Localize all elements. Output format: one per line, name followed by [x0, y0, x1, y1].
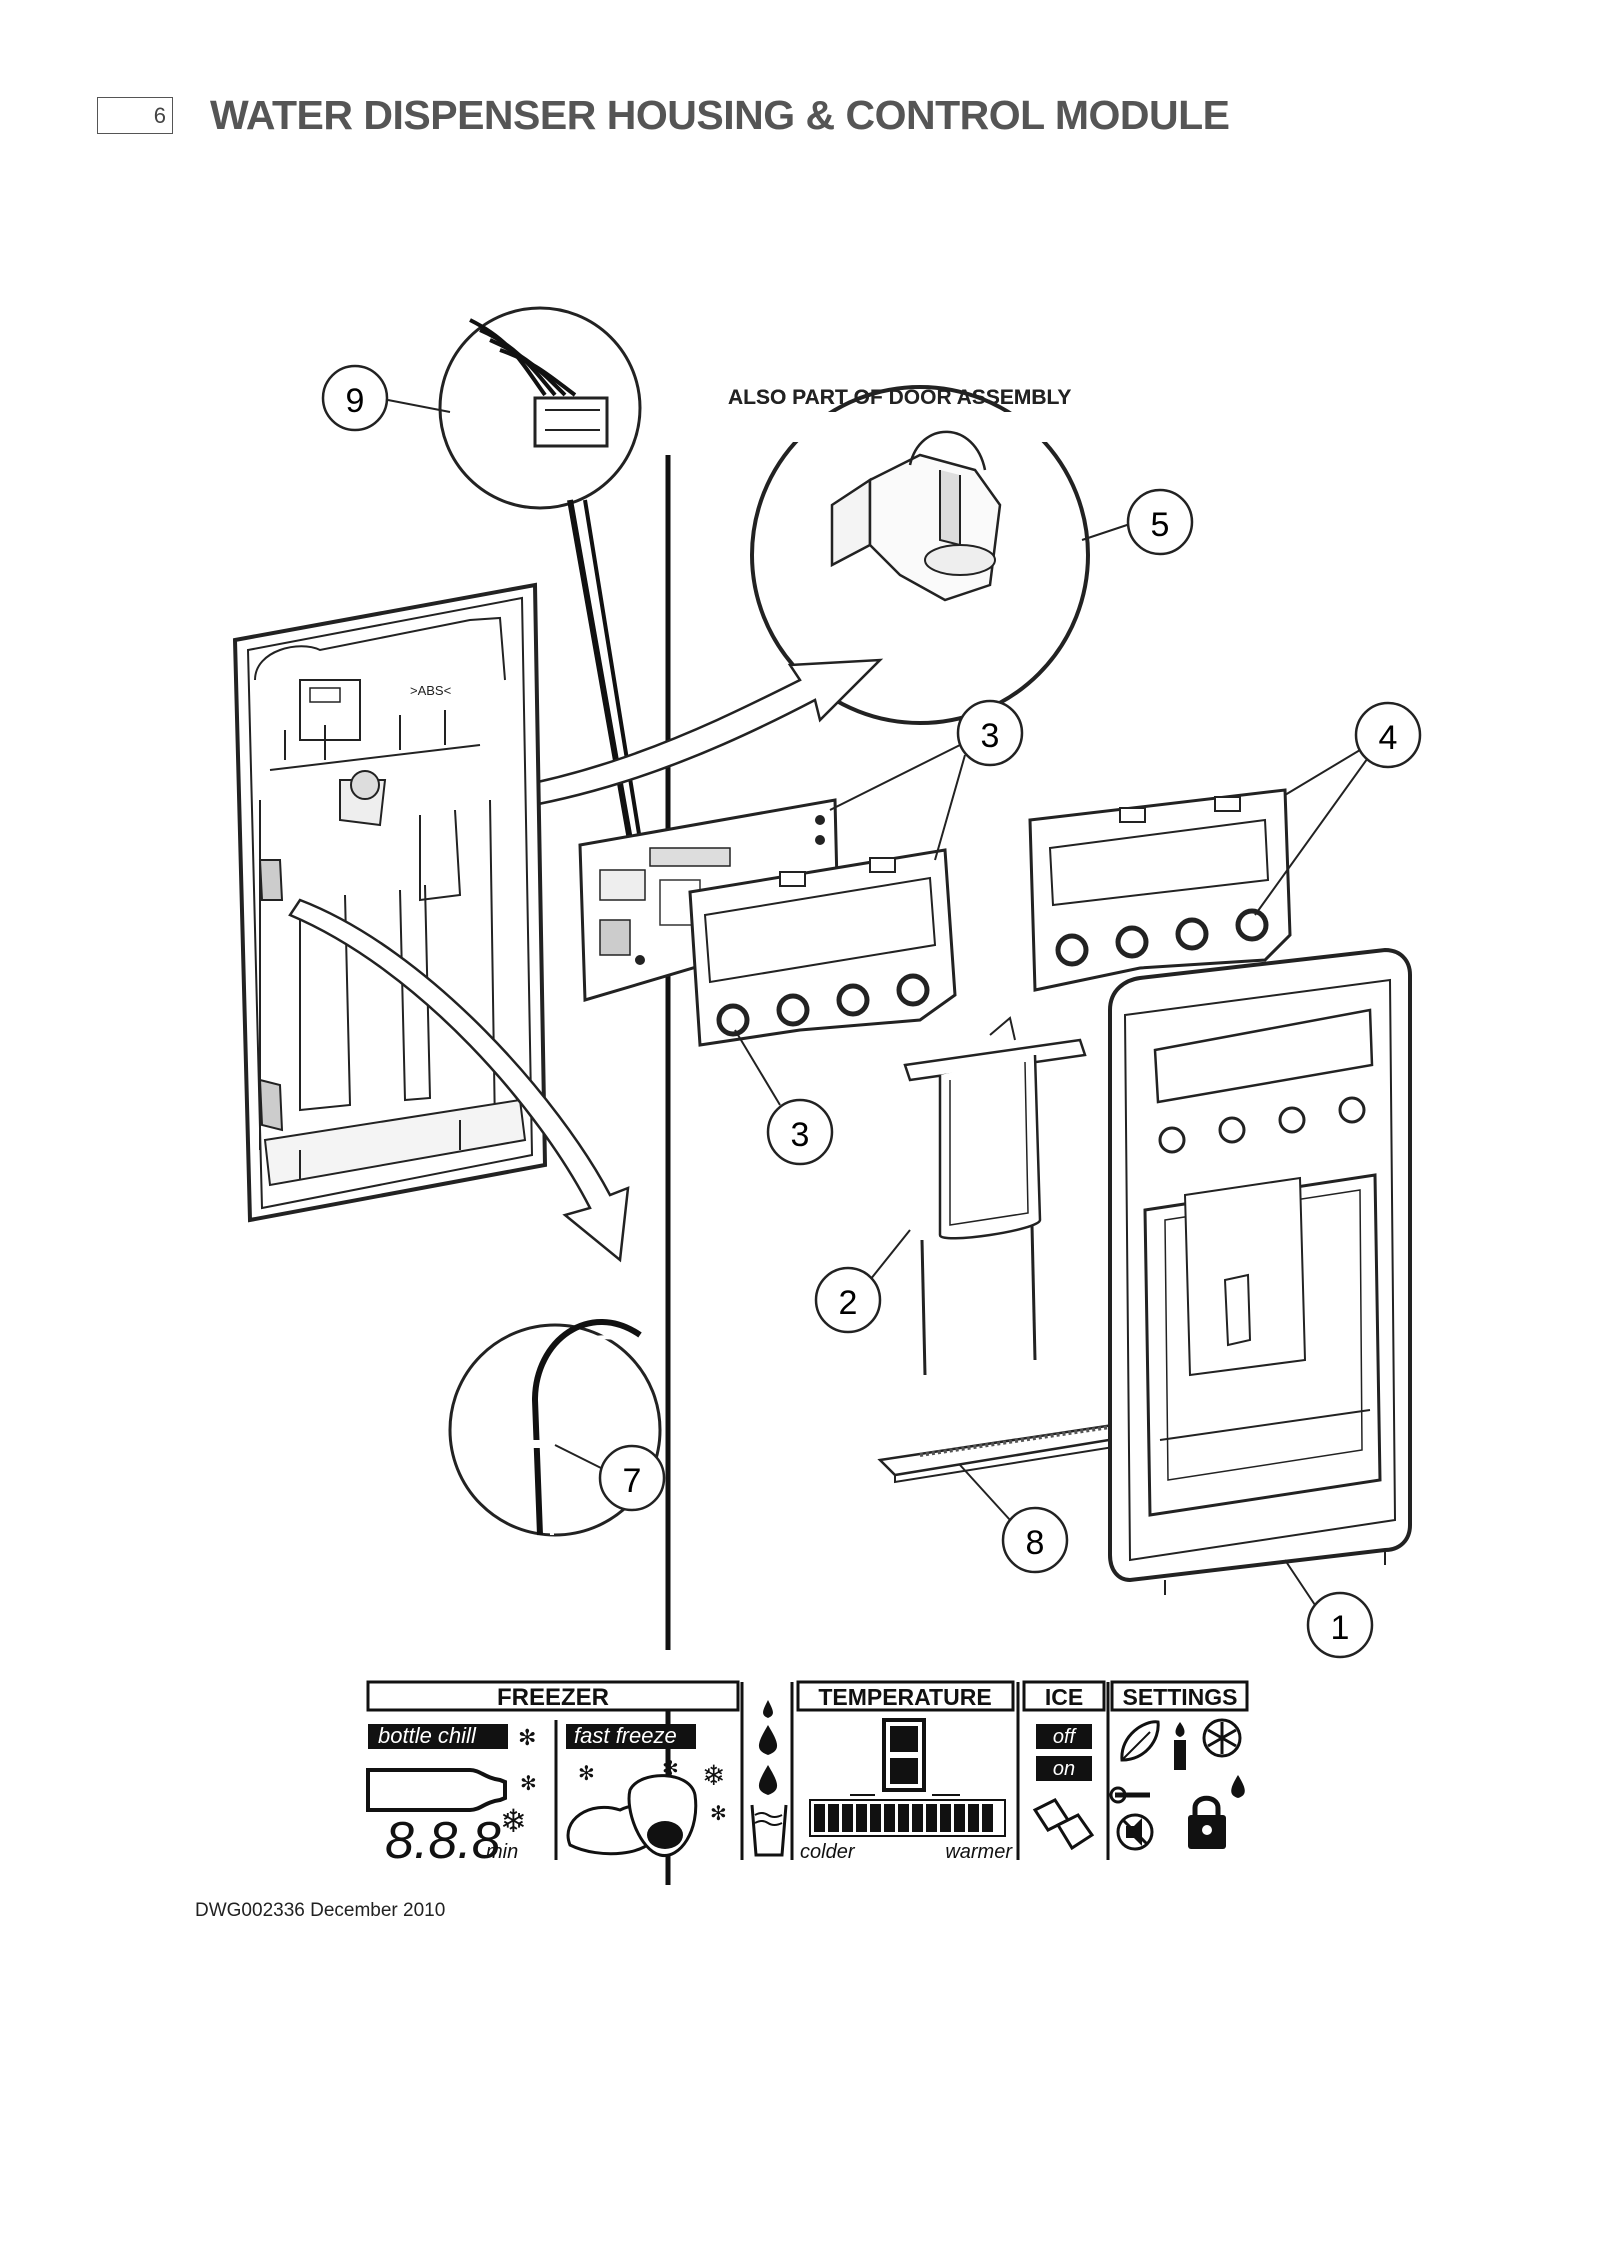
- nozzle-bracket-detail: ALSO PART OF DOOR ASSEMBLY: [728, 385, 1090, 725]
- callout-5: 5: [1081, 488, 1194, 556]
- door-assembly-note-overlay: ALSO PART OF DOOR ASSEMBLY: [728, 386, 1071, 409]
- ice-on-label: on: [1053, 1758, 1075, 1780]
- snowflake-icon: ❄: [500, 1803, 527, 1839]
- candle-icon: [1174, 1740, 1186, 1770]
- control-display-panel: FREEZER bottle chill fast freeze ✻ ✻ ❄ 8…: [366, 1680, 1249, 1870]
- light-guide-bracket: [903, 1016, 1087, 1376]
- callout-9-label: 9: [346, 382, 365, 420]
- callout-3-top-label: 3: [981, 717, 1000, 755]
- callout-2-label: 2: [839, 1284, 858, 1322]
- arrow-to-tube-detail: [288, 898, 630, 1263]
- temperature-label: TEMPERATURE: [818, 1684, 991, 1710]
- settings-section: SETTINGS: [1109, 1680, 1249, 1851]
- ice-label: ICE: [1045, 1684, 1083, 1710]
- control-panel-front: [688, 848, 957, 1047]
- dispenser-fascia: [1108, 947, 1412, 1595]
- callout-8: 8: [959, 1464, 1069, 1574]
- callout-1-label: 1: [1331, 1609, 1350, 1647]
- page-title: WATER DISPENSER HOUSING & CONTROL MODULE: [210, 92, 1230, 138]
- settings-label: SETTINGS: [1122, 1684, 1237, 1710]
- colder-label: colder: [800, 1841, 856, 1863]
- snowflake-icon: ✻: [518, 1725, 536, 1750]
- lock-icon: [1192, 1795, 1221, 1815]
- water-drop-icon: [1231, 1775, 1245, 1798]
- drawing-reference: DWG002336 December 2010: [195, 1900, 446, 1921]
- callout-5-label: 5: [1151, 506, 1170, 544]
- freezer-label: FREEZER: [497, 1684, 609, 1711]
- min-label: min: [486, 1841, 518, 1863]
- callout-7-label: 7: [623, 1462, 642, 1500]
- callout-9: 9: [321, 364, 451, 432]
- callout-2: 2: [814, 1229, 911, 1334]
- snowflake-icon: ✻: [520, 1773, 537, 1795]
- time-digits: 8.8.8: [385, 1812, 501, 1870]
- ice-section: ICE off on: [1022, 1680, 1106, 1851]
- callout-8-label: 8: [1026, 1524, 1045, 1562]
- bottle-icon: [366, 1768, 507, 1812]
- snowflake-icon: ✻: [710, 1803, 727, 1825]
- callout-4: 4: [1254, 701, 1422, 916]
- dispenser-housing: >ABS<: [232, 582, 548, 1223]
- callout-1: 1: [1284, 1559, 1374, 1659]
- callout-3-bottom-label: 3: [791, 1116, 810, 1154]
- callout-7: 7: [554, 1444, 666, 1512]
- freezer-section: FREEZER bottle chill fast freeze ✻ ✻ ❄ 8…: [366, 1680, 740, 1870]
- ice-off-label: off: [1053, 1726, 1078, 1748]
- snowflake-icon: ❄: [702, 1760, 725, 1791]
- ice-cube-icon: [1055, 1813, 1095, 1851]
- callout-4-label: 4: [1379, 719, 1398, 757]
- callout-3-top: 3: [829, 699, 1024, 861]
- snowflake-icon: ✻: [578, 1763, 595, 1785]
- temperature-section: TEMPERATURE colder warmer: [796, 1680, 1015, 1863]
- page-number-box: 6: [97, 97, 173, 134]
- callout-3-bottom: 3: [734, 1029, 834, 1166]
- control-panel-overlay: [1028, 788, 1292, 992]
- warmer-label: warmer: [945, 1841, 1013, 1863]
- bottle-chill-label: bottle chill: [378, 1723, 477, 1748]
- harness-detail: [438, 306, 642, 841]
- fast-freeze-label: fast freeze: [574, 1723, 677, 1748]
- abs-mark: >ABS<: [410, 683, 451, 698]
- page-number: 6: [153, 103, 166, 128]
- water-section: [750, 1700, 788, 1857]
- water-drop-icon: [758, 1765, 778, 1795]
- glass-icon: [750, 1804, 788, 1857]
- water-drop-icon: [758, 1725, 778, 1755]
